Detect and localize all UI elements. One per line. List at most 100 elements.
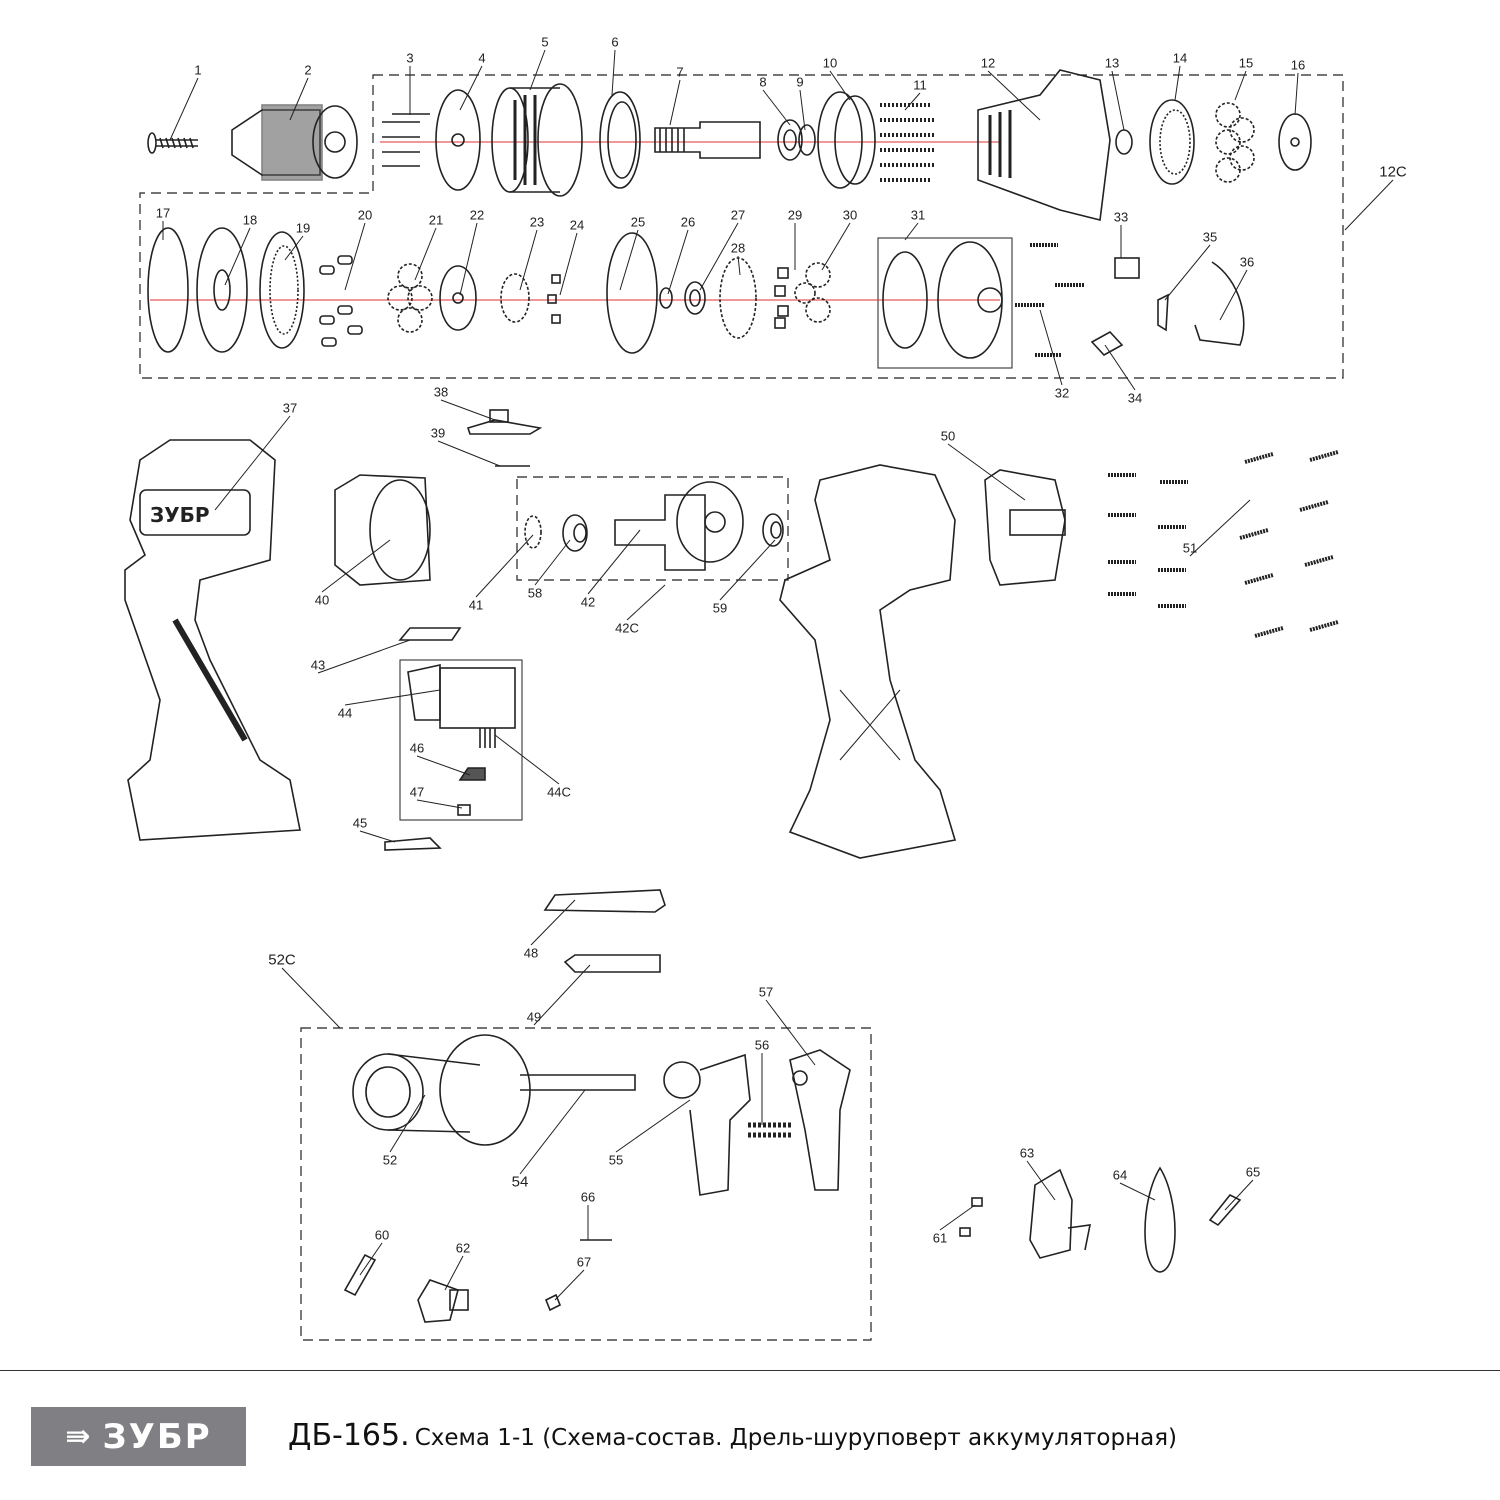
part-32-screws — [1015, 243, 1085, 357]
callout-20: 20 — [357, 207, 373, 223]
part-45-plate — [384, 837, 442, 851]
model-number: ДБ-165. — [288, 1418, 410, 1453]
housing-logo: ЗУБР — [150, 503, 210, 527]
part-52-handle — [352, 1053, 481, 1133]
callout-41: 41 — [468, 597, 484, 613]
callout-31: 31 — [910, 207, 926, 223]
callout-2: 2 — [304, 62, 312, 78]
callout-54: 54 — [511, 1173, 529, 1191]
part-29-pins — [774, 267, 789, 329]
callout-61: 61 — [932, 1230, 948, 1246]
part-12-gearbox-housing — [977, 69, 1111, 221]
callout-36: 36 — [1239, 254, 1255, 270]
part-25-plate — [606, 232, 658, 354]
callout-34: 34 — [1127, 390, 1143, 406]
part-20-pins — [319, 255, 363, 347]
callout-47: 47 — [409, 784, 425, 800]
part-58-bearing — [562, 514, 588, 552]
callout-27: 27 — [730, 207, 746, 223]
group-12c-boundary — [139, 74, 1344, 379]
part-57-lever — [789, 1049, 851, 1191]
callout-64: 64 — [1112, 1167, 1128, 1183]
callout-58: 58 — [527, 585, 543, 601]
callout-4: 4 — [478, 50, 486, 66]
part-11-springs — [880, 103, 935, 182]
callout-22: 22 — [469, 207, 485, 223]
brand-arrow-icon: ⇛ — [65, 1419, 93, 1454]
callout-38: 38 — [433, 384, 449, 400]
part-46-button — [458, 767, 486, 781]
callout-33: 33 — [1113, 209, 1129, 225]
part-56-spring — [748, 1122, 792, 1138]
part-42-rotor — [614, 481, 744, 571]
callout-52c: 52C — [268, 951, 296, 969]
part-1-screw — [147, 132, 198, 154]
part-55-clamp — [663, 1053, 751, 1196]
part-61-caps — [959, 1197, 983, 1237]
callout-66: 66 — [580, 1189, 596, 1205]
callout-49: 49 — [526, 1009, 542, 1025]
callout-8: 8 — [759, 74, 767, 90]
group-44c-boundary — [399, 659, 523, 821]
callout-15: 15 — [1238, 55, 1254, 71]
part-38-cover — [466, 409, 543, 435]
callout-51: 51 — [1182, 540, 1198, 556]
part-16-carrier — [1278, 113, 1312, 171]
part-67-nut — [544, 1293, 562, 1312]
callout-67: 67 — [576, 1254, 592, 1270]
part-35-clip — [1157, 293, 1169, 332]
part-43-switch-cover — [398, 627, 462, 641]
callout-60: 60 — [374, 1227, 390, 1243]
callout-6: 6 — [611, 34, 619, 50]
part-23-sun-gear — [500, 273, 530, 323]
callout-46: 46 — [409, 740, 425, 756]
part-24-pins — [547, 274, 561, 324]
diagram-description: Схема 1-1 (Схема-состав. Дрель-шуруповер… — [414, 1425, 1178, 1451]
part-48-terminal-cover — [543, 889, 666, 913]
callout-23: 23 — [529, 214, 545, 230]
part-28-gear — [719, 257, 757, 339]
part-62-knob — [417, 1279, 469, 1323]
callout-26: 26 — [680, 214, 696, 230]
callout-17: 17 — [155, 205, 171, 221]
callout-52: 52 — [382, 1152, 398, 1168]
callout-35: 35 — [1202, 229, 1218, 245]
part-18-washer — [196, 227, 248, 353]
callout-19: 19 — [295, 220, 311, 236]
part-3-screws — [382, 113, 430, 167]
callout-43: 43 — [310, 657, 326, 673]
callout-10: 10 — [822, 55, 838, 71]
callout-65: 65 — [1245, 1164, 1261, 1180]
part-22-carrier — [439, 265, 477, 331]
callout-40: 40 — [314, 592, 330, 608]
callout-39: 39 — [430, 425, 446, 441]
part-housing-right — [779, 464, 957, 859]
part-59-bearing — [762, 513, 784, 547]
callout-25: 25 — [630, 214, 646, 230]
part-44-switch — [407, 664, 516, 748]
part-60-bolt — [343, 1253, 377, 1297]
callout-9: 9 — [796, 74, 804, 90]
callout-30: 30 — [842, 207, 858, 223]
callout-16: 16 — [1290, 57, 1306, 73]
part-17-plate — [147, 227, 189, 353]
part-26-washer — [659, 287, 673, 309]
part-37-housing-left — [124, 439, 301, 841]
part-2-chuck — [231, 104, 358, 181]
part-33-block — [1114, 257, 1140, 279]
callout-18: 18 — [242, 212, 258, 228]
callout-44: 44 — [337, 705, 353, 721]
footer-divider — [0, 1370, 1500, 1371]
part-64-lanyard — [1144, 1166, 1176, 1273]
brand-name: ЗУБР — [102, 1416, 212, 1457]
part-19-ring-gear — [259, 231, 305, 349]
part-47-block — [457, 804, 471, 816]
part-51-screws — [1108, 450, 1339, 638]
part-21-planet-gears — [387, 263, 433, 333]
callout-42c: 42C — [615, 620, 639, 636]
part-54-depth-rod — [439, 1034, 636, 1146]
brand-logo: ⇛ ЗУБР — [31, 1407, 246, 1466]
callout-24: 24 — [569, 217, 585, 233]
callout-55: 55 — [608, 1152, 624, 1168]
callout-59: 59 — [712, 600, 728, 616]
